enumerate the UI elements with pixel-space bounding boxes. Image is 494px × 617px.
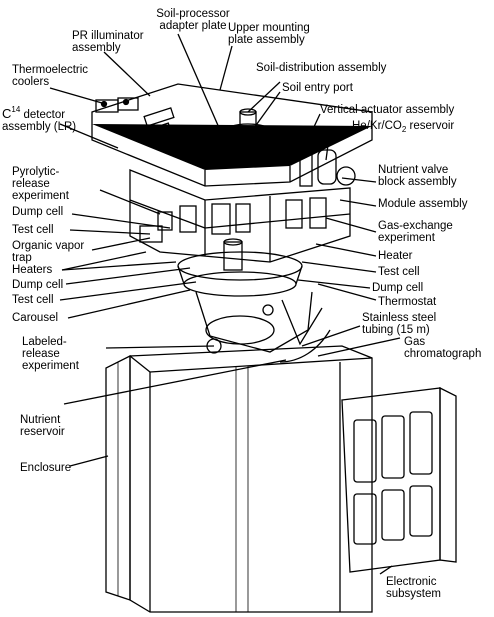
- leader-lines: [49, 33, 401, 575]
- label-module-assembly: Module assembly: [378, 198, 468, 210]
- label-stainless-tubing: Stainless steel tubing (15 m): [362, 312, 437, 336]
- label-labeled-release: Labeled- release experiment: [22, 336, 79, 372]
- carousel: [177, 238, 303, 297]
- upper-mounting-plate: [91, 83, 373, 187]
- thermoelectric-coolers: [95, 97, 139, 113]
- label-thermoelectric: Thermoelectric coolers: [12, 64, 89, 88]
- label-organic-vapor: Organic vapor trap: [12, 240, 85, 264]
- label-soil-processor: Soil-processor adapter plate: [156, 8, 230, 32]
- label-thermostat: Thermostat: [378, 296, 437, 308]
- label-test-cell-2: Test cell: [378, 266, 420, 278]
- label-vertical-actuator: Vertical actuator assembly: [320, 104, 455, 116]
- label-soil-entry: Soil entry port: [282, 82, 353, 94]
- module-assembly: [129, 169, 351, 263]
- label-gas-chromatograph: Gas chromatograph: [404, 336, 482, 360]
- label-pr-illuminator: PR illuminator assembly: [72, 30, 144, 54]
- label-heaters: Heaters: [12, 264, 53, 276]
- label-upper-mounting: Upper mounting plate assembly: [228, 22, 310, 46]
- label-enclosure: Enclosure: [20, 462, 72, 474]
- label-dump-cell-1: Dump cell: [12, 206, 64, 218]
- label-dump-cell-3: Dump cell: [372, 282, 424, 294]
- enclosure-box: [105, 345, 373, 613]
- soil-distribution-cylinder: [205, 108, 291, 161]
- label-pyrolytic: Pyrolytic- release experiment: [12, 166, 69, 202]
- label-test-cell-1: Test cell: [12, 224, 54, 236]
- label-gas-exchange: Gas-exchange experiment: [378, 220, 453, 244]
- label-soil-distribution: Soil-distribution assembly: [256, 62, 387, 74]
- label-he-reservoir: He/Kr/CO2 reservoir: [352, 120, 455, 134]
- label-electronic-subsystem: Electronic subsystem: [386, 576, 441, 600]
- label-nutrient-reservoir: Nutrient reservoir: [20, 414, 65, 438]
- label-nutrient-valve: Nutrient valve block assembly: [378, 164, 457, 188]
- label-carousel: Carousel: [12, 312, 59, 324]
- label-dump-cell-2: Dump cell: [12, 279, 64, 291]
- label-test-cell-3: Test cell: [12, 294, 54, 306]
- vertical-actuator: [299, 139, 356, 187]
- electronic-subsystem-panel: [341, 386, 457, 573]
- label-heater: Heater: [378, 250, 413, 262]
